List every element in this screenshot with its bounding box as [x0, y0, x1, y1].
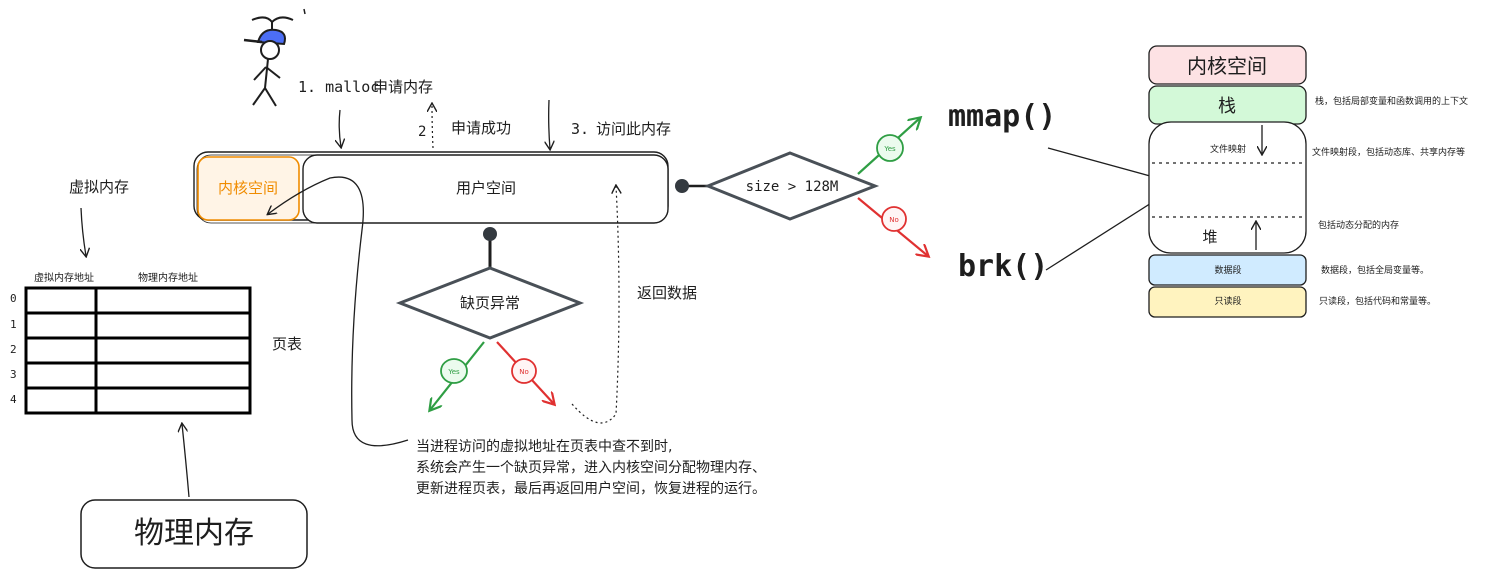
page-fault-diamond: 缺页异常 — [395, 266, 585, 340]
mmap-call-label: mmap() — [948, 99, 1056, 134]
page-table-header-virtual: 虚拟内存地址 — [34, 271, 94, 284]
step3-label: 3. — [571, 120, 589, 138]
layout-data-desc: 数据段，包括全局变量等。 — [1321, 264, 1429, 276]
page-fault-yes-branch: Yes — [430, 341, 485, 410]
step1-text: 申请内存 — [373, 78, 433, 96]
size-check-label: size > 128M — [746, 179, 839, 195]
page-table-row-index: 4 — [10, 393, 17, 406]
layout-stack-label: 栈 — [1218, 96, 1236, 117]
brk-call-label: brk() — [958, 249, 1048, 284]
kernel-space-box — [197, 156, 300, 221]
virtual-memory-title: 虚拟内存 — [69, 178, 129, 196]
physical-memory-label: 物理内存 — [134, 516, 254, 551]
page-table-row-index: 3 — [10, 368, 17, 381]
page-table: 虚拟内存地址 物理内存地址 0 1 2 3 4 页表 — [10, 271, 302, 415]
layout-data-label: 数据段 — [1214, 264, 1241, 276]
layout-free-area — [1148, 121, 1307, 254]
page-fault-no-label: No — [519, 368, 529, 376]
layout-heap-label: 堆 — [1202, 228, 1217, 246]
return-data-label: 返回数据 — [637, 284, 697, 302]
physical-memory-box: 物理内存 — [80, 499, 308, 569]
layout-heap-desc: 包括动态分配的内存 — [1318, 219, 1399, 231]
step2-text: 申请成功 — [451, 119, 511, 137]
layout-data-box — [1148, 254, 1307, 286]
size-check-diamond: size > 128M — [703, 151, 880, 221]
layout-mmap-label: 文件映射 — [1210, 143, 1246, 155]
size-check-connector — [675, 179, 708, 193]
page-fault-label: 缺页异常 — [460, 294, 520, 312]
page-table-row-index: 2 — [10, 343, 17, 356]
step3-text: 访问此内存 — [596, 120, 671, 138]
layout-rodata-desc: 只读段，包括代码和常量等。 — [1319, 295, 1436, 307]
layout-kernel-box — [1148, 45, 1307, 85]
user-space-label: 用户空间 — [456, 179, 516, 197]
step2-number: 2 — [418, 124, 426, 140]
stick-figure-icon — [243, 8, 306, 107]
page-table-row-index: 0 — [10, 292, 17, 305]
page-table-title: 页表 — [272, 335, 302, 353]
return-data-arrow — [571, 186, 619, 424]
page-table-header-physical: 物理内存地址 — [138, 271, 198, 284]
page-fault-note: 当进程访问的虚拟地址在页表中查不到时, 系统会产生一个缺页异常，进入内核空间分配… — [416, 439, 766, 497]
layout-rodata-label: 只读段 — [1214, 295, 1241, 307]
memory-layout: 内核空间 栈 栈，包括局部变量和函数调用的上下文 文件映射 文件映射段，包括动态… — [1148, 45, 1468, 318]
user-space-box — [302, 154, 669, 224]
step1-label: 1. malloc — [298, 78, 379, 96]
size-no-branch: No — [857, 197, 928, 256]
page-fault-note-line: 更新进程页表，最后再返回用户空间，恢复进程的运行。 — [416, 480, 766, 497]
fault-to-kernel-arrow — [268, 176, 409, 447]
size-yes-branch: Yes — [857, 118, 920, 175]
step1-arrow — [339, 109, 341, 147]
step3-arrow — [549, 99, 550, 149]
kernel-space-label: 内核空间 — [218, 179, 278, 197]
layout-mmap-desc: 文件映射段，包括动态库、共享内存等 — [1312, 146, 1465, 158]
size-no-label: No — [889, 216, 899, 224]
step2-arrow — [432, 104, 433, 149]
page-fault-connector — [483, 227, 497, 268]
page-fault-note-line: 系统会产生一个缺页异常，进入内核空间分配物理内存、 — [416, 460, 766, 476]
page-fault-note-line: 当进程访问的虚拟地址在页表中查不到时, — [416, 439, 672, 455]
layout-rodata-box — [1148, 286, 1307, 318]
virtual-memory-bar: 内核空间 用户空间 — [193, 151, 669, 224]
page-table-row-index: 1 — [10, 318, 17, 331]
physical-to-table-arrow — [182, 424, 190, 498]
page-fault-yes-label: Yes — [447, 368, 460, 376]
page-fault-no-branch: No — [496, 341, 554, 404]
virtual-to-table-arrow — [81, 207, 86, 256]
layout-stack-desc: 栈，包括局部变量和函数调用的上下文 — [1315, 95, 1468, 107]
size-yes-label: Yes — [883, 145, 896, 153]
layout-kernel-label: 内核空间 — [1187, 54, 1267, 78]
